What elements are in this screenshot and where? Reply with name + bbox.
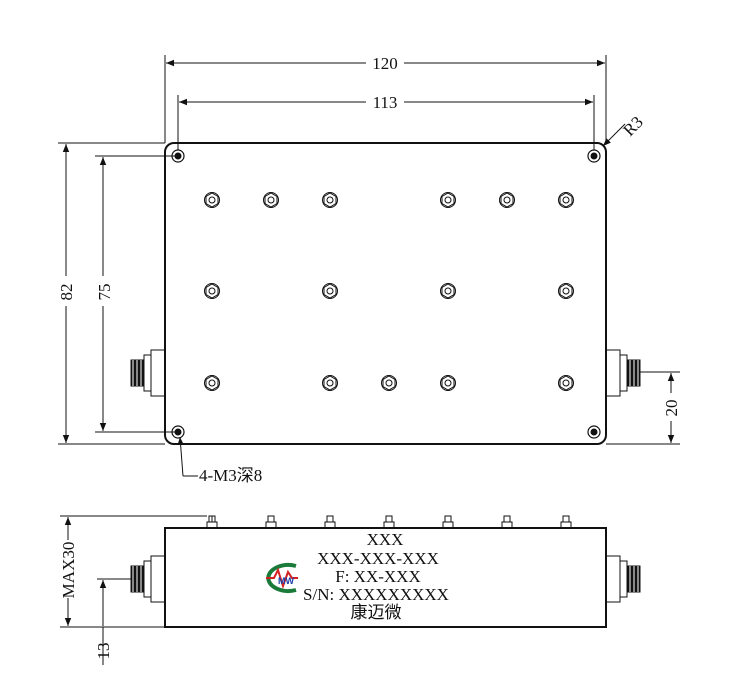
dim-height-inner: 75 xyxy=(94,155,178,433)
top-view: 120 113 R3 82 75 xyxy=(57,53,681,485)
mount-hole-tr xyxy=(587,149,601,163)
company-logo: MW xyxy=(266,563,298,593)
label-line-4: S/N: XXXXXXXXX xyxy=(303,585,449,604)
dim-radius: R3 xyxy=(602,112,647,147)
dim-side-height: MAX30 xyxy=(59,515,207,628)
dim-width-inner: 113 xyxy=(177,92,595,150)
tuning-screws xyxy=(204,192,574,391)
label-line-3: F: XX-XXX xyxy=(335,567,420,586)
mount-hole-callout: 4-M3深8 xyxy=(177,436,262,485)
sma-connector-right-top xyxy=(605,349,641,397)
sma-connector-right-side xyxy=(605,555,641,603)
dim-width-inner-text: 113 xyxy=(373,93,398,112)
dim-connector-offset: 20 xyxy=(606,371,681,445)
dim-height-inner-text: 75 xyxy=(95,284,114,301)
dim-radius-text: R3 xyxy=(619,112,646,139)
dim-width-outer: 120 xyxy=(164,53,607,143)
sma-connector-left-side xyxy=(130,555,166,603)
housing-top-outline xyxy=(164,142,607,445)
mount-hole-callout-text: 4-M3深8 xyxy=(199,466,262,485)
label-line-2: XXX-XXX-XXX xyxy=(317,549,439,568)
dim-connector-offset-text: 20 xyxy=(662,400,681,417)
mount-hole-br xyxy=(587,425,601,439)
dim-side-height-text: MAX30 xyxy=(59,542,78,599)
dim-side-connector-offset: 13 xyxy=(94,578,131,665)
side-screw-heads xyxy=(206,515,572,529)
sma-connector-left-top xyxy=(130,349,166,397)
dim-height-outer: 82 xyxy=(57,142,165,445)
logo-letters: MW xyxy=(278,576,294,586)
side-view: XXX XXX-XXX-XXX F: XX-XXX S/N: XXXXXXXXX… xyxy=(59,515,641,665)
label-line-1: XXX xyxy=(367,530,404,549)
label-line-5: 康迈微 xyxy=(351,603,402,622)
dim-side-connector-offset-text: 13 xyxy=(94,643,113,660)
dim-height-outer-text: 82 xyxy=(57,284,76,301)
product-label: XXX XXX-XXX-XXX F: XX-XXX S/N: XXXXXXXXX… xyxy=(303,530,449,622)
dim-width-outer-text: 120 xyxy=(372,54,398,73)
